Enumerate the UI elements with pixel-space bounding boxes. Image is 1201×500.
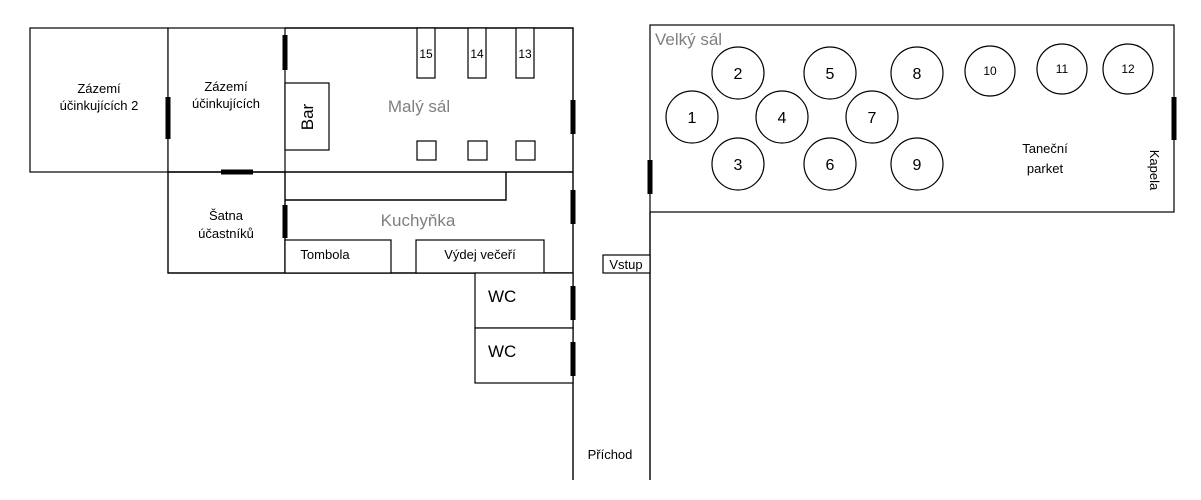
round-table-label-3: 3 xyxy=(734,157,743,174)
entrance-label: Vstup xyxy=(609,257,642,272)
wc-room-2 xyxy=(474,327,574,384)
round-table-1 xyxy=(665,90,719,144)
round-table-2 xyxy=(711,46,765,100)
small-table xyxy=(416,140,437,161)
wc-label-2: WC xyxy=(488,342,516,361)
room-zazemi-2 xyxy=(29,27,169,173)
zazemi-2-label-line1: Zázemí xyxy=(77,81,121,96)
zazemi-label-line2: účinkujících xyxy=(192,96,260,111)
small-table xyxy=(467,140,488,161)
dance-floor-label-line2: parket xyxy=(1027,161,1064,176)
entrance-box xyxy=(602,254,651,274)
round-table-label-6: 6 xyxy=(826,157,835,174)
zazemi-label-line1: Zázemí xyxy=(204,79,248,94)
passage-label: Příchod xyxy=(588,447,633,462)
round-table-9 xyxy=(890,137,944,191)
round-table-label-11: 11 xyxy=(1056,62,1069,76)
zazemi-2-label-line2: účinkujících 2 xyxy=(60,98,139,113)
round-table-label-4: 4 xyxy=(778,110,787,127)
table-label-13: 13 xyxy=(518,47,532,61)
satna-label-line1: Šatna xyxy=(209,208,244,223)
bar-counter xyxy=(284,82,330,151)
round-table-label-7: 7 xyxy=(868,110,877,127)
table-14 xyxy=(467,27,487,79)
small-table xyxy=(515,140,536,161)
dance-floor-label-line1: Taneční xyxy=(1022,141,1068,156)
tombola-label: Tombola xyxy=(300,247,350,262)
round-table-label-10: 10 xyxy=(983,64,997,78)
round-table-6 xyxy=(803,137,857,191)
round-table-label-1: 1 xyxy=(688,110,697,127)
wc-label-1: WC xyxy=(488,287,516,306)
round-table-3 xyxy=(711,137,765,191)
round-table-label-12: 12 xyxy=(1121,62,1135,76)
kitchen-label: Kuchyňka xyxy=(381,211,456,230)
round-table-label-8: 8 xyxy=(913,66,922,83)
round-table-4 xyxy=(755,90,809,144)
room-zazemi xyxy=(167,27,286,173)
dinner-counter-label: Výdej večeří xyxy=(444,247,516,262)
round-table-7 xyxy=(845,90,899,144)
round-table-11 xyxy=(1036,43,1088,95)
small-hall-label: Malý sál xyxy=(388,97,450,116)
table-13 xyxy=(515,27,535,79)
small-hall-outline xyxy=(285,27,574,383)
round-table-label-5: 5 xyxy=(826,66,835,83)
round-table-10 xyxy=(964,45,1016,97)
table-15 xyxy=(416,27,436,79)
wc-room-1 xyxy=(474,272,574,329)
round-table-label-9: 9 xyxy=(913,157,922,174)
bar-label: Bar xyxy=(298,103,317,130)
band-label: Kapela xyxy=(1147,150,1162,191)
satna-label-line2: účastníků xyxy=(198,226,254,241)
round-table-label-2: 2 xyxy=(734,66,743,83)
table-label-14: 14 xyxy=(470,47,484,61)
round-table-8 xyxy=(890,46,944,100)
round-table-12 xyxy=(1102,43,1154,95)
dinner-counter xyxy=(415,239,545,274)
tombola-box xyxy=(284,239,392,274)
big-hall-label: Velký sál xyxy=(655,30,722,49)
round-table-5 xyxy=(803,46,857,100)
left-building xyxy=(29,27,576,480)
table-label-15: 15 xyxy=(419,47,433,61)
kitchen-counter xyxy=(285,172,507,201)
